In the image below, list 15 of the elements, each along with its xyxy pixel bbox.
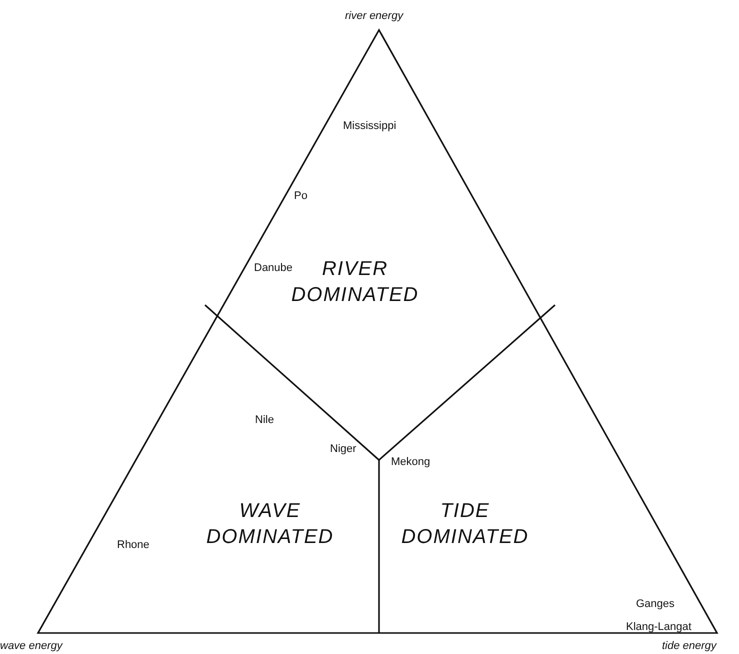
delta-name: Danube	[254, 262, 293, 275]
delta-name: Klang-Langat	[626, 621, 692, 634]
delta-name: Mekong	[391, 456, 430, 469]
delta-name: Po	[294, 190, 308, 203]
region-label: RIVER DOMINATED	[291, 257, 420, 308]
delta-name: Mississippi	[343, 120, 396, 133]
delta-name: Rhone	[117, 539, 150, 552]
axis-corner-label: tide energy	[662, 640, 716, 653]
region-label: TIDE DOMINATED	[400, 499, 530, 550]
delta-name: Ganges	[636, 598, 675, 611]
region-label: WAVE DOMINATED	[205, 499, 335, 550]
delta-name: Niger	[330, 443, 356, 456]
axis-corner-label: wave energy	[0, 640, 62, 653]
delta-name: Nile	[255, 414, 274, 427]
axis-corner-label: river energy	[345, 10, 404, 23]
